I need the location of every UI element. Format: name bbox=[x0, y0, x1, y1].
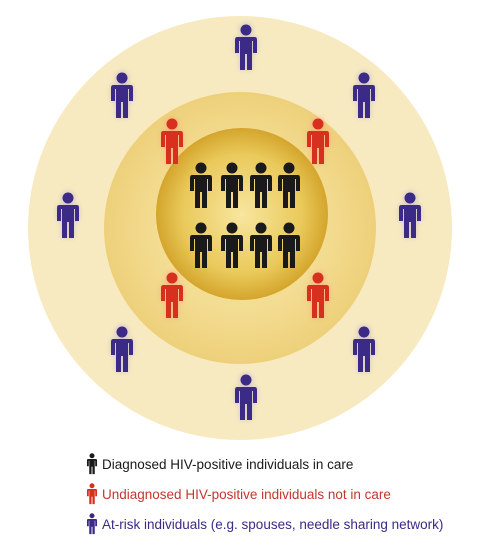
person-head bbox=[116, 326, 128, 338]
person-icon bbox=[86, 513, 98, 535]
person-icon bbox=[235, 23, 257, 70]
legend-item-at-risk: At-risk individuals (e.g. spouses, needl… bbox=[86, 512, 443, 536]
person-body bbox=[190, 175, 212, 208]
person-icon bbox=[221, 222, 243, 268]
person-body bbox=[250, 175, 272, 208]
person-body bbox=[307, 285, 329, 318]
person-body bbox=[221, 235, 243, 268]
person-body bbox=[278, 175, 300, 208]
person-icon bbox=[307, 271, 329, 318]
person-icon bbox=[190, 162, 212, 208]
person-head bbox=[166, 118, 178, 130]
legend-item-undiagnosed: Undiagnosed HIV-positive individuals not… bbox=[86, 482, 391, 506]
person-body bbox=[399, 205, 421, 238]
person-head bbox=[312, 118, 324, 130]
person-icon bbox=[278, 162, 300, 208]
person-body bbox=[278, 235, 300, 268]
person-icon bbox=[250, 222, 272, 268]
person-icon bbox=[190, 222, 212, 268]
person-icon bbox=[307, 117, 329, 164]
legend-label-undiagnosed: Undiagnosed HIV-positive individuals not… bbox=[102, 486, 391, 502]
person-body bbox=[221, 175, 243, 208]
person-body bbox=[161, 131, 183, 164]
person-head bbox=[240, 374, 252, 386]
person-head bbox=[283, 222, 295, 234]
legend-label-diagnosed: Diagnosed HIV-positive individuals in ca… bbox=[102, 456, 354, 472]
person-head bbox=[195, 222, 207, 234]
inner-core bbox=[156, 128, 328, 300]
legend-item-diagnosed: Diagnosed HIV-positive individuals in ca… bbox=[86, 452, 353, 476]
person-head bbox=[226, 222, 238, 234]
person-body bbox=[111, 85, 133, 118]
person-body bbox=[307, 131, 329, 164]
person-head bbox=[358, 72, 370, 84]
person-icon bbox=[57, 191, 79, 238]
person-icon bbox=[353, 71, 375, 118]
figures-layer bbox=[57, 23, 421, 420]
person-head bbox=[166, 272, 178, 284]
person-icon bbox=[111, 325, 133, 372]
person-icon bbox=[250, 162, 272, 208]
person-icon bbox=[161, 271, 183, 318]
person-body bbox=[353, 339, 375, 372]
legend-label-at-risk: At-risk individuals (e.g. spouses, needl… bbox=[102, 516, 444, 532]
person-head bbox=[240, 24, 252, 36]
person-head bbox=[195, 162, 207, 174]
person-body bbox=[57, 205, 79, 238]
person-body bbox=[161, 285, 183, 318]
person-head bbox=[312, 272, 324, 284]
person-head bbox=[255, 222, 267, 234]
person-head bbox=[62, 192, 74, 204]
person-body bbox=[235, 387, 257, 420]
person-icon bbox=[399, 191, 421, 238]
person-head bbox=[283, 162, 295, 174]
person-head bbox=[116, 72, 128, 84]
person-head bbox=[255, 162, 267, 174]
person-body bbox=[250, 235, 272, 268]
person-icon bbox=[161, 117, 183, 164]
person-body bbox=[353, 85, 375, 118]
person-head bbox=[404, 192, 416, 204]
person-icon bbox=[235, 373, 257, 420]
person-icon bbox=[353, 325, 375, 372]
person-icon bbox=[86, 453, 98, 475]
person-head bbox=[226, 162, 238, 174]
person-icon bbox=[111, 71, 133, 118]
person-icon bbox=[278, 222, 300, 268]
person-body bbox=[190, 235, 212, 268]
person-body bbox=[111, 339, 133, 372]
person-head bbox=[358, 326, 370, 338]
person-icon bbox=[86, 483, 98, 505]
person-body bbox=[235, 37, 257, 70]
person-icon bbox=[221, 162, 243, 208]
network-diagram bbox=[28, 16, 452, 440]
